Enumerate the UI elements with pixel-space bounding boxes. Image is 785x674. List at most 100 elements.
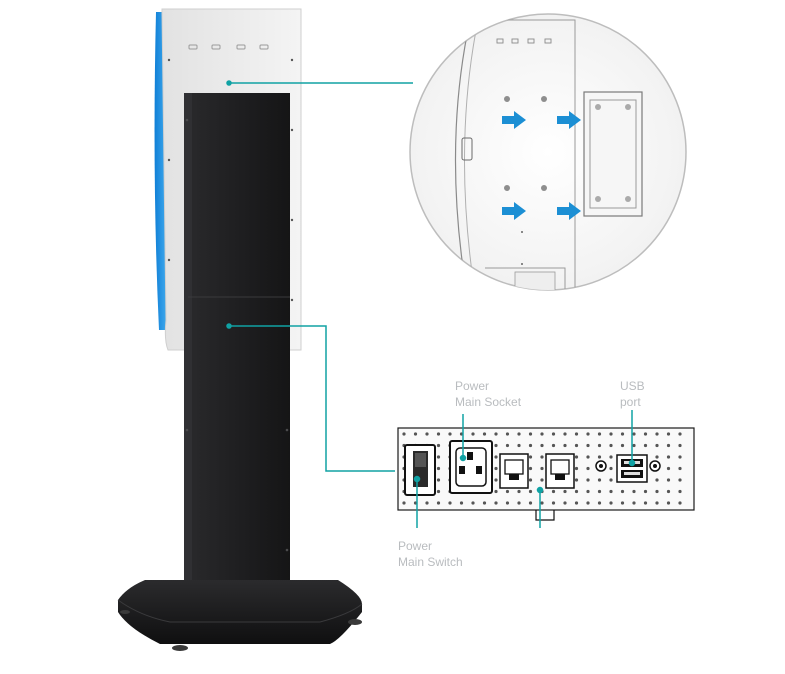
panel-hole xyxy=(482,501,487,505)
panel-hole xyxy=(597,432,602,436)
panel-hole xyxy=(563,489,567,494)
power-socket xyxy=(449,440,493,494)
panel-hole xyxy=(528,432,533,436)
panel-hole xyxy=(597,501,602,505)
panel-hole xyxy=(620,501,625,505)
panel-hole xyxy=(505,432,510,436)
panel-hole xyxy=(471,501,475,505)
panel-hole xyxy=(551,432,556,436)
panel-hole xyxy=(563,501,567,505)
panel-hole xyxy=(678,501,682,505)
panel-hole xyxy=(471,432,475,436)
panel-hole xyxy=(425,432,429,436)
panel-hole xyxy=(586,489,590,494)
label-line: Main Socket xyxy=(455,395,522,409)
panel-hole xyxy=(494,432,498,436)
panel-hole xyxy=(425,501,429,505)
panel-hole xyxy=(528,455,533,459)
label-line: USB xyxy=(620,379,645,393)
panel-hole xyxy=(413,432,418,436)
panel-hole xyxy=(448,501,452,505)
panel-hole xyxy=(655,432,659,436)
panel-hole xyxy=(436,455,441,459)
panel-hole xyxy=(436,443,441,448)
panel-hole xyxy=(666,455,671,459)
panel-hole xyxy=(574,455,579,459)
panel-hole xyxy=(436,432,441,436)
panel-hole xyxy=(540,501,544,505)
panel-hole xyxy=(563,432,567,436)
panel-hole xyxy=(574,466,579,471)
panel-hole xyxy=(620,443,625,448)
panel-hole xyxy=(574,501,579,505)
panel-hole xyxy=(517,443,521,448)
panel-hole xyxy=(436,501,441,505)
panel-hole xyxy=(655,489,659,494)
connector-panel xyxy=(397,427,695,521)
panel-hole xyxy=(666,478,671,482)
panel-hole xyxy=(586,466,590,471)
panel-hole xyxy=(517,432,521,436)
panel-hole xyxy=(609,443,613,448)
panel-hole xyxy=(528,501,533,505)
panel-hole xyxy=(609,489,613,494)
panel-hole xyxy=(632,443,636,448)
panel-hole xyxy=(678,455,682,459)
panel-hole xyxy=(528,466,533,471)
panel-hole xyxy=(643,443,648,448)
panel-hole xyxy=(678,478,682,482)
usb-label: USB port xyxy=(620,378,645,410)
panel-hole xyxy=(494,501,498,505)
panel-hole xyxy=(666,501,671,505)
panel-hole xyxy=(620,489,625,494)
ethernet-port xyxy=(499,453,529,489)
panel-hole xyxy=(655,455,659,459)
panel-hole xyxy=(574,432,579,436)
panel-hole xyxy=(632,489,636,494)
panel-hole xyxy=(655,478,659,482)
panel-hole xyxy=(609,455,613,459)
panel-hole xyxy=(551,443,556,448)
power-switch xyxy=(404,444,436,496)
panel-hole xyxy=(609,466,613,471)
panel-hole xyxy=(551,489,556,494)
mounting-plate xyxy=(583,91,643,217)
label-line: Power xyxy=(398,539,433,553)
panel-hole xyxy=(517,501,521,505)
panel-hole xyxy=(540,432,544,436)
panel-hole xyxy=(494,478,498,482)
panel-hole xyxy=(586,432,590,436)
stand-base xyxy=(117,580,363,651)
panel-hole xyxy=(574,478,579,482)
panel-hole xyxy=(540,478,544,482)
panel-hole xyxy=(678,432,682,436)
panel-callout-lines xyxy=(413,410,636,528)
power-socket-label: Power Main Socket xyxy=(455,378,521,410)
panel-hole xyxy=(666,443,671,448)
panel-hole xyxy=(586,478,590,482)
panel-hole xyxy=(632,432,636,436)
mounting-zoom-callout xyxy=(409,13,687,291)
ethernet-port xyxy=(545,453,575,489)
panel-hole xyxy=(436,466,441,471)
panel-hole xyxy=(494,455,498,459)
panel-hole xyxy=(574,443,579,448)
panel-hole xyxy=(402,432,406,436)
panel-hole xyxy=(678,489,682,494)
panel-hole xyxy=(655,501,659,505)
panel-hole xyxy=(402,501,406,505)
kiosk xyxy=(117,8,363,651)
panel-hole xyxy=(643,501,648,505)
panel-hole xyxy=(482,432,487,436)
panel-hole xyxy=(678,466,682,471)
panel-hole xyxy=(666,466,671,471)
panel-hole xyxy=(643,489,648,494)
panel-hole xyxy=(528,489,533,494)
panel-hole xyxy=(459,501,464,505)
panel-hole xyxy=(436,478,441,482)
panel-hole xyxy=(448,432,452,436)
panel-hole xyxy=(551,501,556,505)
panel-hole xyxy=(666,432,671,436)
panel-hole xyxy=(597,455,602,459)
panel-hole xyxy=(643,432,648,436)
